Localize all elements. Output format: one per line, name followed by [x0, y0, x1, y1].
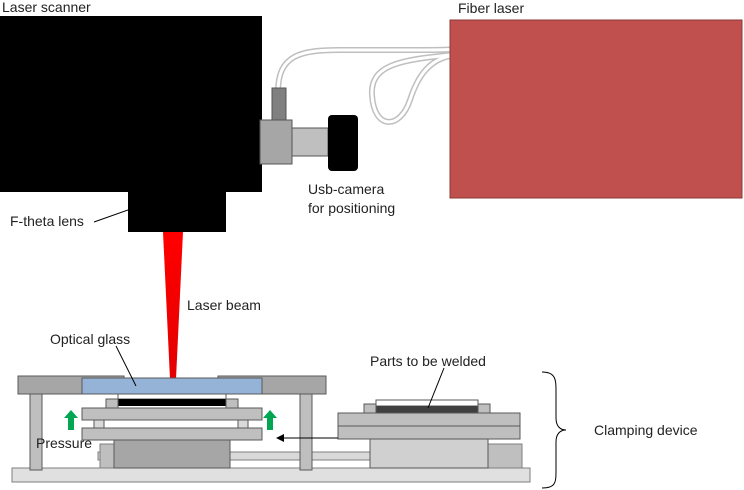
- fiber-cable: [275, 45, 463, 125]
- camera-lens-tube: [291, 127, 329, 157]
- fiber-laser-box: [449, 19, 743, 199]
- pressure-plate-upper: [81, 407, 263, 421]
- fixture-right: [225, 398, 239, 409]
- camera-post: [271, 87, 287, 123]
- movement-arrow-head: [276, 434, 284, 442]
- label-parts-to-be-welded: Parts to be welded: [370, 353, 486, 369]
- laser-scanner-body: [0, 16, 262, 192]
- label-optical-glass: Optical glass: [50, 331, 130, 347]
- parts-leader: [427, 367, 445, 409]
- slide-block-left: [113, 439, 231, 469]
- part-top-left: [117, 393, 227, 400]
- part-bottom-left: [118, 399, 226, 406]
- rail-end-right: [487, 443, 523, 469]
- pillar-right: [299, 393, 313, 471]
- load-part-bottom: [376, 406, 478, 413]
- label-usb-camera-line2: for positioning: [308, 200, 395, 216]
- pressure-plate-lower: [81, 427, 263, 441]
- label-laser-beam: Laser beam: [187, 297, 261, 313]
- label-clamping-device: Clamping device: [594, 422, 698, 438]
- rail-end-left: [99, 443, 115, 469]
- load-plate-lower: [337, 425, 521, 440]
- load-part-top: [375, 399, 479, 407]
- load-fixture-right: [477, 403, 491, 414]
- laser-beam: [163, 232, 183, 400]
- label-pressure: Pressure: [36, 435, 92, 451]
- optical-glass-leader: [115, 345, 137, 387]
- pressure-arrow-right: [263, 410, 277, 430]
- label-ftheta-lens: F-theta lens: [10, 213, 84, 229]
- fixture-left: [105, 398, 119, 409]
- usb-camera: [328, 115, 358, 171]
- pressure-arrow-left: [64, 410, 78, 430]
- load-fixture-left: [363, 403, 377, 414]
- label-usb-camera-line1: Usb-camera: [308, 181, 384, 197]
- optical-glass: [81, 377, 263, 395]
- clamping-brace: [541, 371, 567, 489]
- base-plate: [11, 467, 531, 483]
- load-plate-upper: [337, 412, 521, 427]
- pressure-spacer-right: [237, 419, 249, 429]
- camera-mount: [259, 119, 293, 165]
- label-laser-scanner: Laser scanner: [2, 0, 91, 15]
- ftheta-leader: [93, 209, 129, 223]
- pillar-left: [29, 393, 43, 471]
- slide-block-right: [369, 438, 489, 469]
- label-fiber-laser: Fiber laser: [458, 0, 524, 16]
- ftheta-lens: [128, 190, 226, 232]
- pressure-spacer-left: [93, 419, 105, 429]
